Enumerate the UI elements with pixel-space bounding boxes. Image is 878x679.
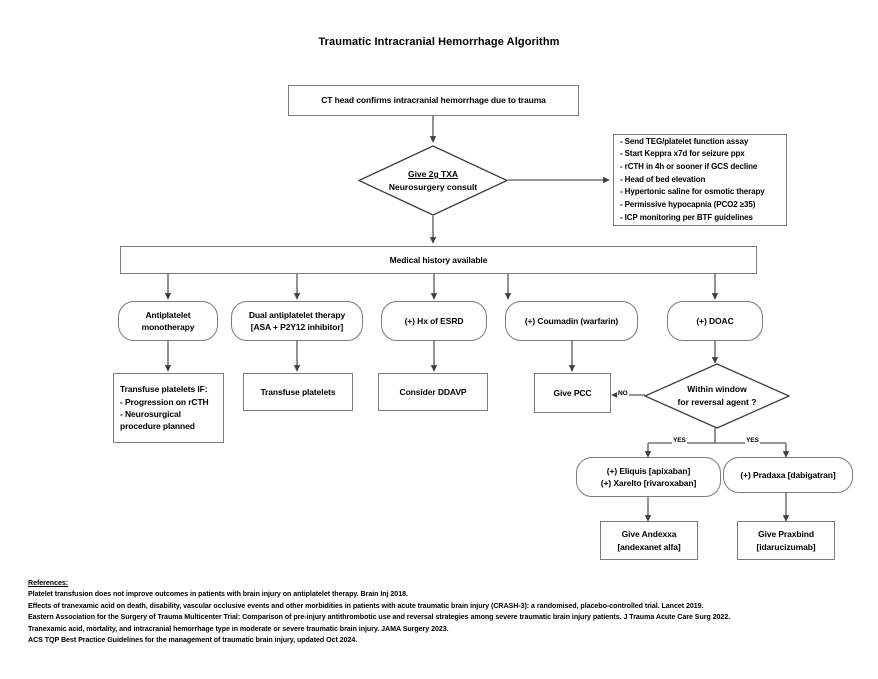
node-label-line2: [andexanet alfa]	[617, 541, 681, 552]
node-label-line2: monotherapy	[141, 322, 195, 332]
node-label-primary: Give 2g TXA	[407, 168, 459, 179]
node-dual-antiplatelet-therapy: Dual antiplatelet therapy [ASA + P2Y12 i…	[231, 301, 363, 341]
node-label-line3: - Neurosurgical	[120, 409, 181, 419]
node-within-window-diamond: Within window for reversal agent ?	[644, 363, 790, 429]
node-adjunct-measures: - Send TEG/platelet function assay - Sta…	[613, 134, 787, 226]
diamond-shape	[358, 145, 508, 216]
node-label: (+) Hx of ESRD	[404, 315, 464, 326]
node-label-line1: Dual antiplatelet therapy	[248, 309, 346, 320]
node-doac: (+) DOAC	[667, 301, 763, 341]
node-label-secondary: Neurosurgery consult	[388, 181, 478, 192]
page-title: Traumatic Intracranial Hemorrhage Algori…	[318, 36, 560, 48]
node-give-praxbind: Give Praxbind [idarucizumab]	[737, 521, 835, 560]
node-antiplatelet-monotherapy: Antiplatelet monotherapy	[118, 301, 218, 341]
node-label: (+) Pradaxa [dabigatran]	[740, 469, 836, 480]
node-give-txa-diamond: Give 2g TXA Neurosurgery consult	[358, 145, 508, 216]
bullet-item: - Start Keppra x7d for seizure ppx	[620, 149, 745, 159]
node-label-line1: Give Praxbind	[758, 529, 814, 540]
reference-item: Platelet transfusion does not improve ou…	[28, 590, 408, 599]
reference-item: ACS TQP Best Practice Guidelines for the…	[28, 636, 358, 645]
bullet-item: - Send TEG/platelet function assay	[620, 136, 749, 146]
node-label: (+) DOAC	[696, 315, 734, 326]
references-section: References: Platelet transfusion does no…	[28, 578, 858, 647]
node-label-line1: Give Andexxa	[621, 529, 677, 540]
node-hx-of-esrd: (+) Hx of ESRD	[381, 301, 487, 341]
edge-label-no: NO	[617, 390, 629, 398]
node-label-line1: Transfuse platelets IF:	[120, 384, 208, 395]
node-label-line2: (+) Xarelto [rivaroxaban]	[600, 478, 697, 488]
node-label-line1: Within window	[687, 384, 747, 395]
node-label: Give PCC	[553, 387, 592, 398]
node-medical-history-available: Medical history available	[120, 246, 757, 274]
bullet-item: - ICP monitoring per BTF guidelines	[620, 212, 753, 222]
bullet-item: - Permissive hypocapnia (PCO2 ≥35)	[620, 199, 756, 209]
reference-item: Effects of tranexamic acid on death, dis…	[28, 601, 704, 610]
node-coumadin-warfarin: (+) Coumadin (warfarin)	[505, 301, 638, 341]
node-consider-ddavp: Consider DDAVP	[378, 373, 488, 411]
diamond-shape	[644, 363, 790, 429]
node-label: Consider DDAVP	[399, 386, 467, 397]
bullet-item: - Head of bed elevation	[620, 174, 706, 184]
node-give-pcc: Give PCC	[534, 373, 611, 413]
node-label: CT head confirms intracranial hemorrhage…	[321, 95, 546, 106]
node-transfuse-platelets: Transfuse platelets	[243, 373, 353, 411]
node-label-line1: (+) Eliquis [apixaban]	[606, 465, 691, 476]
node-label: Medical history available	[389, 254, 488, 265]
node-give-andexxa: Give Andexxa [andexanet alfa]	[600, 521, 698, 560]
node-label: (+) Coumadin (warfarin)	[524, 315, 619, 326]
node-label-line2: - Progression on rCTH	[120, 396, 209, 407]
references-heading: References:	[28, 579, 69, 587]
node-label-line4: procedure planned	[120, 421, 195, 432]
node-ct-head-confirms: CT head confirms intracranial hemorrhage…	[288, 85, 579, 116]
node-label-line1: Antiplatelet	[145, 309, 191, 320]
node-label-line2: [idarucizumab]	[756, 541, 816, 552]
bullet-item: - Hypertonic saline for osmotic therapy	[620, 187, 765, 197]
node-transfuse-platelets-if: Transfuse platelets IF: - Progression on…	[113, 373, 224, 443]
edge-label-yes-left: YES	[672, 437, 687, 445]
reference-item: Tranexamic acid, mortality, and intracra…	[28, 624, 449, 633]
node-label-line2: [ASA + P2Y12 inhibitor]	[250, 322, 344, 332]
node-label-line2: for reversal agent ?	[677, 397, 757, 407]
reference-item: Eastern Association for the Surgery of T…	[28, 613, 731, 622]
node-pradaxa-dabigatran: (+) Pradaxa [dabigatran]	[723, 457, 853, 493]
bullet-item: - rCTH in 4h or sooner if GCS decline	[620, 162, 758, 172]
node-factor-xa-inhibitors: (+) Eliquis [apixaban] (+) Xarelto [riva…	[576, 457, 721, 497]
edge-label-yes-right: YES	[745, 437, 760, 445]
node-label: Transfuse platelets	[260, 386, 336, 397]
